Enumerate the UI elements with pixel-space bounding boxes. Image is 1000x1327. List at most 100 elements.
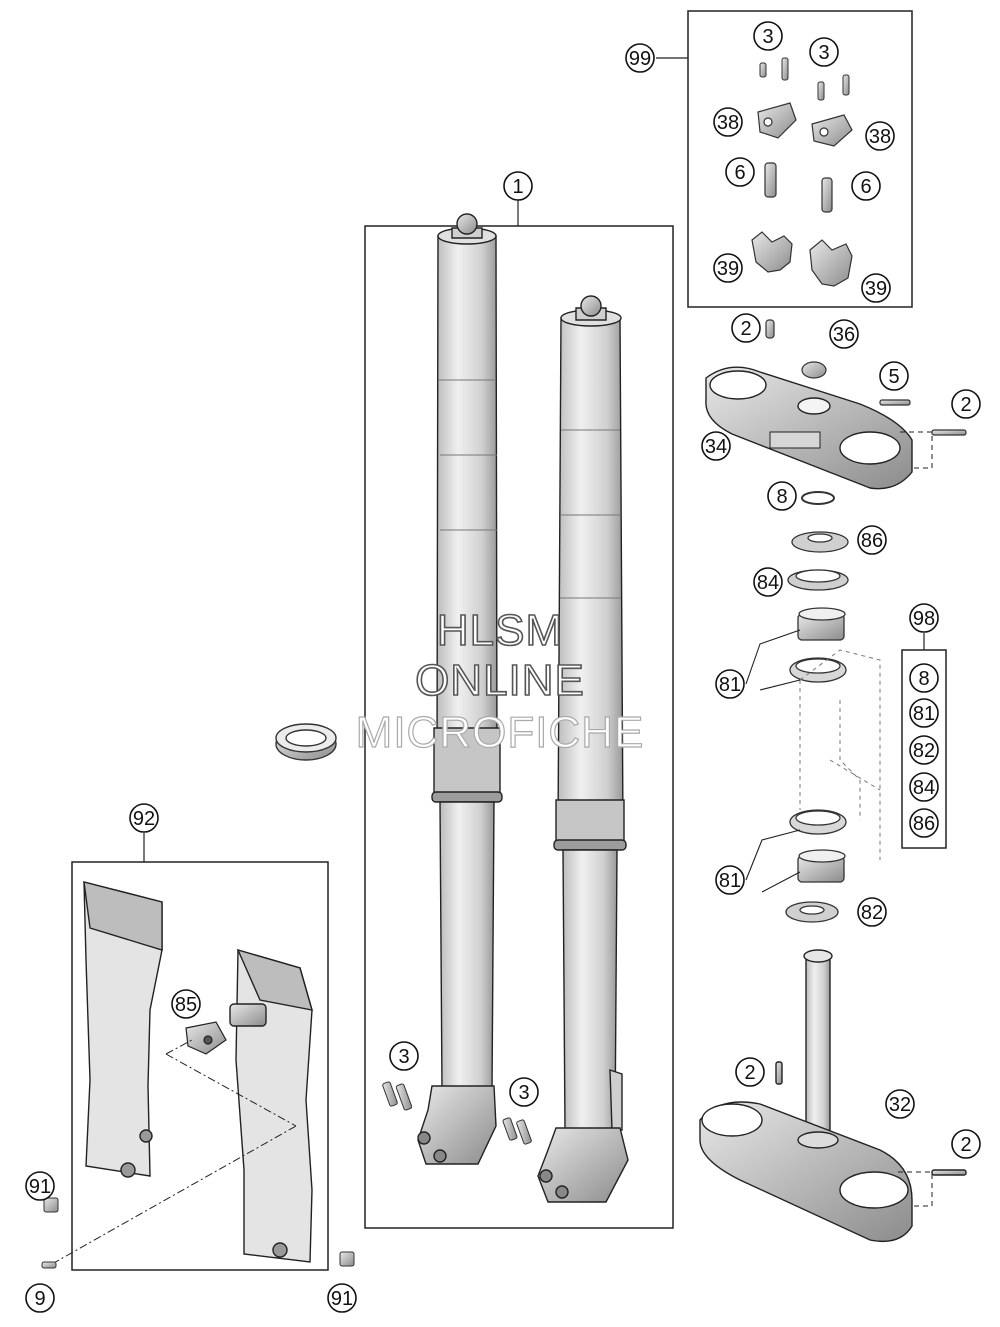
callout-3: 3 <box>389 1041 419 1071</box>
callout-3: 3 <box>753 21 783 51</box>
callout-86: 86 <box>909 808 939 838</box>
callout-2: 2 <box>735 1057 765 1087</box>
callout-circle <box>857 525 887 555</box>
fork-guard-box <box>71 861 329 1271</box>
callout-circle <box>25 1171 55 1201</box>
callout-circle <box>713 253 743 283</box>
guide-ring-icon <box>275 723 337 761</box>
fork-guard-left-icon <box>83 881 163 1178</box>
callout-circle <box>851 171 881 201</box>
callout-circle <box>829 319 859 349</box>
callout-number: 2 <box>960 394 971 416</box>
callout-8: 8 <box>909 663 939 693</box>
callout-number: 86 <box>913 813 935 835</box>
callout-circle <box>389 1041 419 1071</box>
callout-circle <box>701 431 731 461</box>
fork-assembly-box <box>364 225 674 1229</box>
callout-circle <box>753 567 783 597</box>
watermark-line-1: HLSM <box>436 605 564 656</box>
callout-2: 2 <box>951 389 981 419</box>
bolt-icon <box>764 162 833 213</box>
callout-circle <box>909 663 939 693</box>
callout-86: 86 <box>857 525 887 555</box>
bar-clamp-upper-icon <box>757 102 853 147</box>
bar-clamp-lower-icon <box>751 231 853 287</box>
leader-2b-dash <box>900 431 933 469</box>
callout-circle <box>861 273 891 303</box>
callout-number: 92 <box>133 808 155 830</box>
callout-number: 98 <box>913 608 935 630</box>
callout-circle <box>809 37 839 67</box>
callout-circle <box>909 772 939 802</box>
callout-91: 91 <box>25 1171 55 1201</box>
callout-98: 98 <box>909 603 939 633</box>
callout-circle <box>951 389 981 419</box>
callout-number: 3 <box>518 1082 529 1104</box>
kit-99-box <box>687 10 913 308</box>
bearing-stack-icon <box>785 491 849 923</box>
callout-1: 1 <box>503 171 533 201</box>
callout-82: 82 <box>857 897 887 927</box>
callout-circle <box>767 481 797 511</box>
callout-circle <box>909 808 939 838</box>
callout-number: 81 <box>719 870 741 892</box>
callout-38: 38 <box>865 121 895 151</box>
callout-circle <box>753 21 783 51</box>
callout-84: 84 <box>909 772 939 802</box>
callout-number: 1 <box>512 176 523 198</box>
callout-number: 3 <box>762 26 773 48</box>
callout-circle <box>129 803 159 833</box>
callout-circle <box>951 1129 981 1159</box>
callout-6: 6 <box>851 171 881 201</box>
callout-6: 6 <box>725 157 755 187</box>
upper-triple-clamp-icon <box>705 366 913 490</box>
callout-circle <box>909 735 939 765</box>
lower-triple-clamp-icon <box>699 949 967 1243</box>
callout-number: 5 <box>888 366 899 388</box>
callout-number: 38 <box>717 112 739 134</box>
callout-5: 5 <box>879 361 909 391</box>
callout-circle <box>909 698 939 728</box>
guard-bracket-icon <box>185 1021 227 1055</box>
fork-guard-right-icon <box>229 948 313 1263</box>
callout-number: 86 <box>861 530 883 552</box>
callout-circle <box>713 107 743 137</box>
callout-number: 6 <box>734 162 745 184</box>
callout-85: 85 <box>171 989 201 1019</box>
fork-leg-left <box>417 213 503 1165</box>
callout-number: 36 <box>833 324 855 346</box>
callout-39: 39 <box>861 273 891 303</box>
callout-number: 2 <box>960 1134 971 1156</box>
callout-circle <box>879 361 909 391</box>
callout-number: 8 <box>918 668 929 690</box>
callout-2: 2 <box>951 1129 981 1159</box>
fork-leg-right <box>537 295 629 1203</box>
callout-circle <box>25 1283 55 1313</box>
callout-34: 34 <box>701 431 731 461</box>
callout-3: 3 <box>809 37 839 67</box>
callout-number: 8 <box>776 486 787 508</box>
callout-81: 81 <box>715 669 745 699</box>
leader-81a <box>745 629 801 691</box>
callout-number: 82 <box>913 740 935 762</box>
callout-circle <box>735 1057 765 1087</box>
callout-number: 39 <box>865 278 887 300</box>
callout-number: 82 <box>861 902 883 924</box>
callout-36: 36 <box>829 319 859 349</box>
callout-number: 91 <box>331 1288 353 1310</box>
callout-number: 34 <box>705 436 727 458</box>
callout-8: 8 <box>767 481 797 511</box>
callout-circle <box>725 157 755 187</box>
callout-82: 82 <box>909 735 939 765</box>
axle-clamp-screw-icon <box>382 1081 532 1145</box>
guard-screw-icon <box>41 1197 355 1269</box>
callout-number: 81 <box>719 674 741 696</box>
callout-circle <box>625 43 655 73</box>
callout-84: 84 <box>753 567 783 597</box>
callout-2: 2 <box>731 313 761 343</box>
callout-number: 2 <box>744 1062 755 1084</box>
callout-number: 81 <box>913 703 935 725</box>
top-nut-icon <box>765 319 967 436</box>
